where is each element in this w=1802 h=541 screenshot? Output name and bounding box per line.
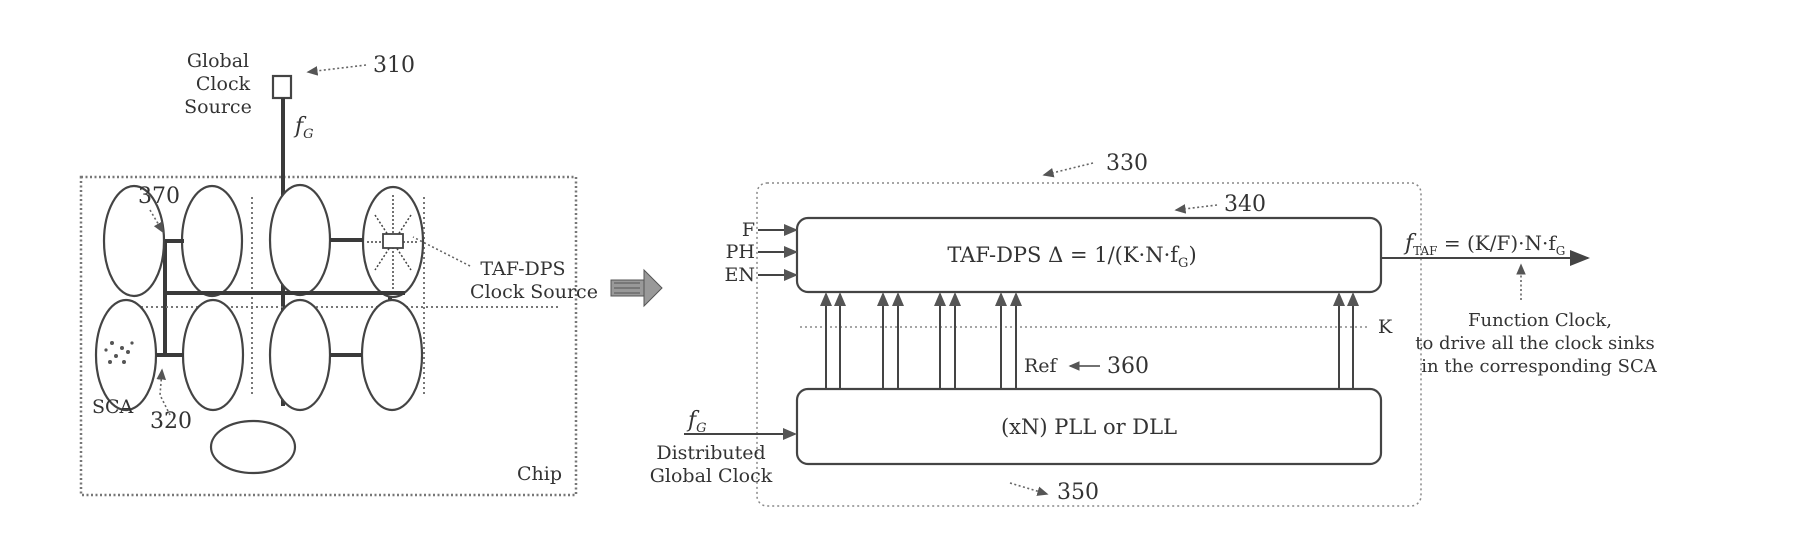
sca-ellipse-3 <box>270 185 330 295</box>
global-clock-source-label-line3: Source <box>184 96 252 118</box>
function-clock-label-line2: to drive all the clock sinks <box>1415 333 1655 354</box>
chip-section: Global Clock Source 310 fG <box>81 50 598 495</box>
sca-ellipse-7 <box>270 300 330 410</box>
ref-350: 350 <box>1057 480 1099 505</box>
tafdps-clock-source-label-line2: Clock Source <box>470 281 598 303</box>
global-clock-source-label-line2: Clock <box>196 73 251 95</box>
fg-label-left: fG <box>293 114 314 142</box>
chip-label: Chip <box>517 463 562 485</box>
leader-350 <box>1010 483 1047 494</box>
sca-ellipse-5 <box>96 300 156 410</box>
ref-310: 310 <box>373 53 415 78</box>
distributed-global-clock-line2: Global Clock <box>650 465 773 487</box>
input-f-label: F <box>742 219 755 241</box>
ref-330: 330 <box>1106 151 1148 176</box>
ref-370: 370 <box>138 184 180 209</box>
sca-ellipse-2 <box>182 186 242 296</box>
tafdps-block-text: TAF-DPS Δ = 1/(K·N·fG) <box>947 243 1196 271</box>
ref-340: 340 <box>1224 192 1266 217</box>
global-clock-source-label-line1: Global <box>187 50 249 72</box>
sca-label: SCA <box>92 396 134 418</box>
leader-330 <box>1044 163 1093 175</box>
sca-ellipse-8 <box>362 300 422 410</box>
transition-arrow <box>611 270 662 306</box>
tafdps-module-section: 330 340 TAF-DPS Δ = 1/(K·N·fG) (xN) PLL … <box>650 151 1658 506</box>
pll-dll-block-text: (xN) PLL or DLL <box>1001 415 1177 439</box>
ref-label: Ref <box>1024 355 1059 377</box>
distributed-global-clock-line1: Distributed <box>656 442 765 464</box>
tafdps-clock-source-label-line1: TAF-DPS <box>480 258 565 280</box>
ref-320: 320 <box>150 409 192 434</box>
ref-phase-arrows <box>826 294 1353 389</box>
k-label: K <box>1378 316 1393 338</box>
fg-label-right: fG <box>686 408 707 436</box>
function-clock-label-line3: in the corresponding SCA <box>1421 356 1657 377</box>
leader-310 <box>308 65 366 72</box>
ref-360: 360 <box>1107 354 1149 379</box>
output-equation: fTAF = (K/F)·N·fG <box>1403 231 1565 258</box>
leader-340 <box>1176 205 1217 210</box>
input-en-label: EN <box>725 264 756 286</box>
function-clock-label-line1: Function Clock, <box>1468 310 1612 331</box>
sca-ellipse-bottom <box>211 421 295 473</box>
input-ph-label: PH <box>726 241 755 263</box>
global-clock-source-box <box>273 76 291 98</box>
sca-ellipse-6 <box>183 300 243 410</box>
